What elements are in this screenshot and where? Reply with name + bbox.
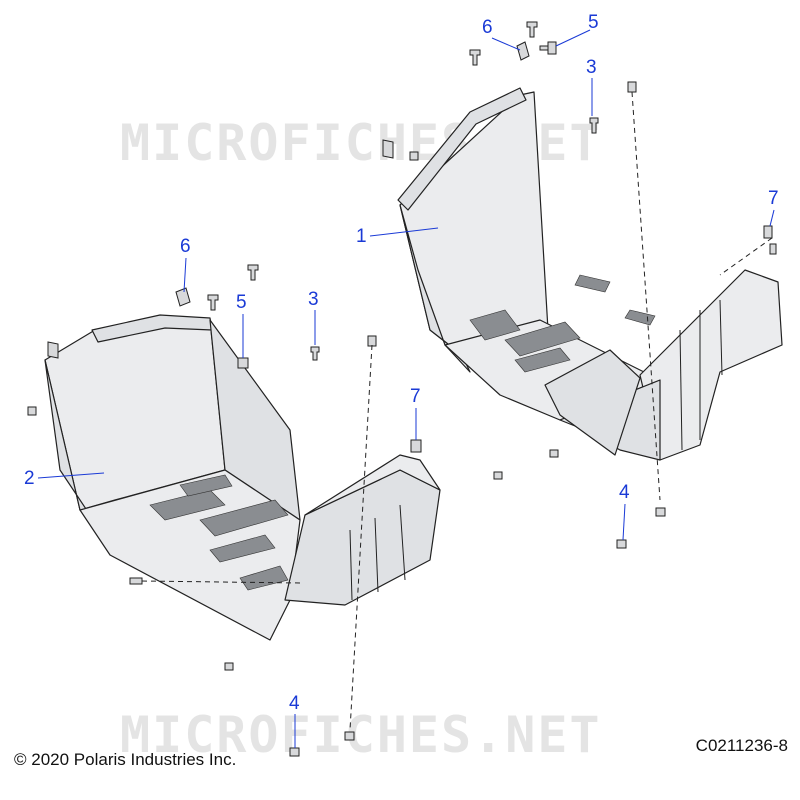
callout-4b: 4 [289, 693, 300, 714]
screw-icon [526, 21, 538, 38]
rivet-icon [410, 439, 422, 453]
callouts: 1 2 3 3 4 4 5 5 6 6 7 7 [24, 12, 779, 748]
nut-icon [655, 507, 666, 517]
rivet-icon [769, 243, 777, 255]
clip-icon [47, 341, 59, 359]
rivet-icon [129, 577, 143, 585]
callout-2: 2 [24, 468, 35, 489]
screw-icon [27, 406, 37, 416]
screw-icon [469, 49, 481, 66]
callout-6a: 6 [482, 17, 493, 38]
rivet-icon [763, 225, 773, 239]
clip-icon [382, 139, 394, 159]
screw-icon [589, 117, 599, 134]
assembly-lines [141, 91, 773, 731]
screw-icon [539, 41, 557, 55]
fasteners [27, 21, 777, 757]
screw-icon [237, 357, 249, 369]
screw-icon [247, 264, 259, 281]
callout-3a: 3 [586, 57, 597, 78]
screw-icon [310, 346, 320, 361]
callout-5b: 5 [236, 292, 247, 313]
nut-icon [549, 449, 559, 458]
clip-icon [516, 41, 530, 61]
nut-icon [367, 335, 377, 347]
part-1-footwell-right [397, 87, 783, 461]
nut-icon [627, 81, 637, 93]
watermark-bottom: MICROFICHES.NET [120, 706, 602, 764]
nut-icon [224, 662, 234, 671]
callout-4a: 4 [619, 482, 630, 503]
callout-1: 1 [356, 226, 367, 247]
clip-icon [175, 287, 191, 307]
nut-icon [344, 731, 355, 741]
copyright-text: © 2020 Polaris Industries Inc. [14, 750, 237, 769]
nut-icon [289, 747, 300, 757]
nut-icon [616, 539, 627, 549]
callout-5a: 5 [588, 12, 599, 33]
drawing-code: C0211236-8 [695, 736, 788, 755]
part-2-footwell-left [44, 314, 441, 641]
screw-icon [207, 294, 219, 311]
nut-icon [493, 471, 503, 480]
callout-7b: 7 [410, 386, 421, 407]
callout-6b: 6 [180, 236, 191, 257]
callout-7a: 7 [768, 188, 779, 209]
screw-icon [409, 151, 419, 161]
callout-3b: 3 [308, 289, 319, 310]
